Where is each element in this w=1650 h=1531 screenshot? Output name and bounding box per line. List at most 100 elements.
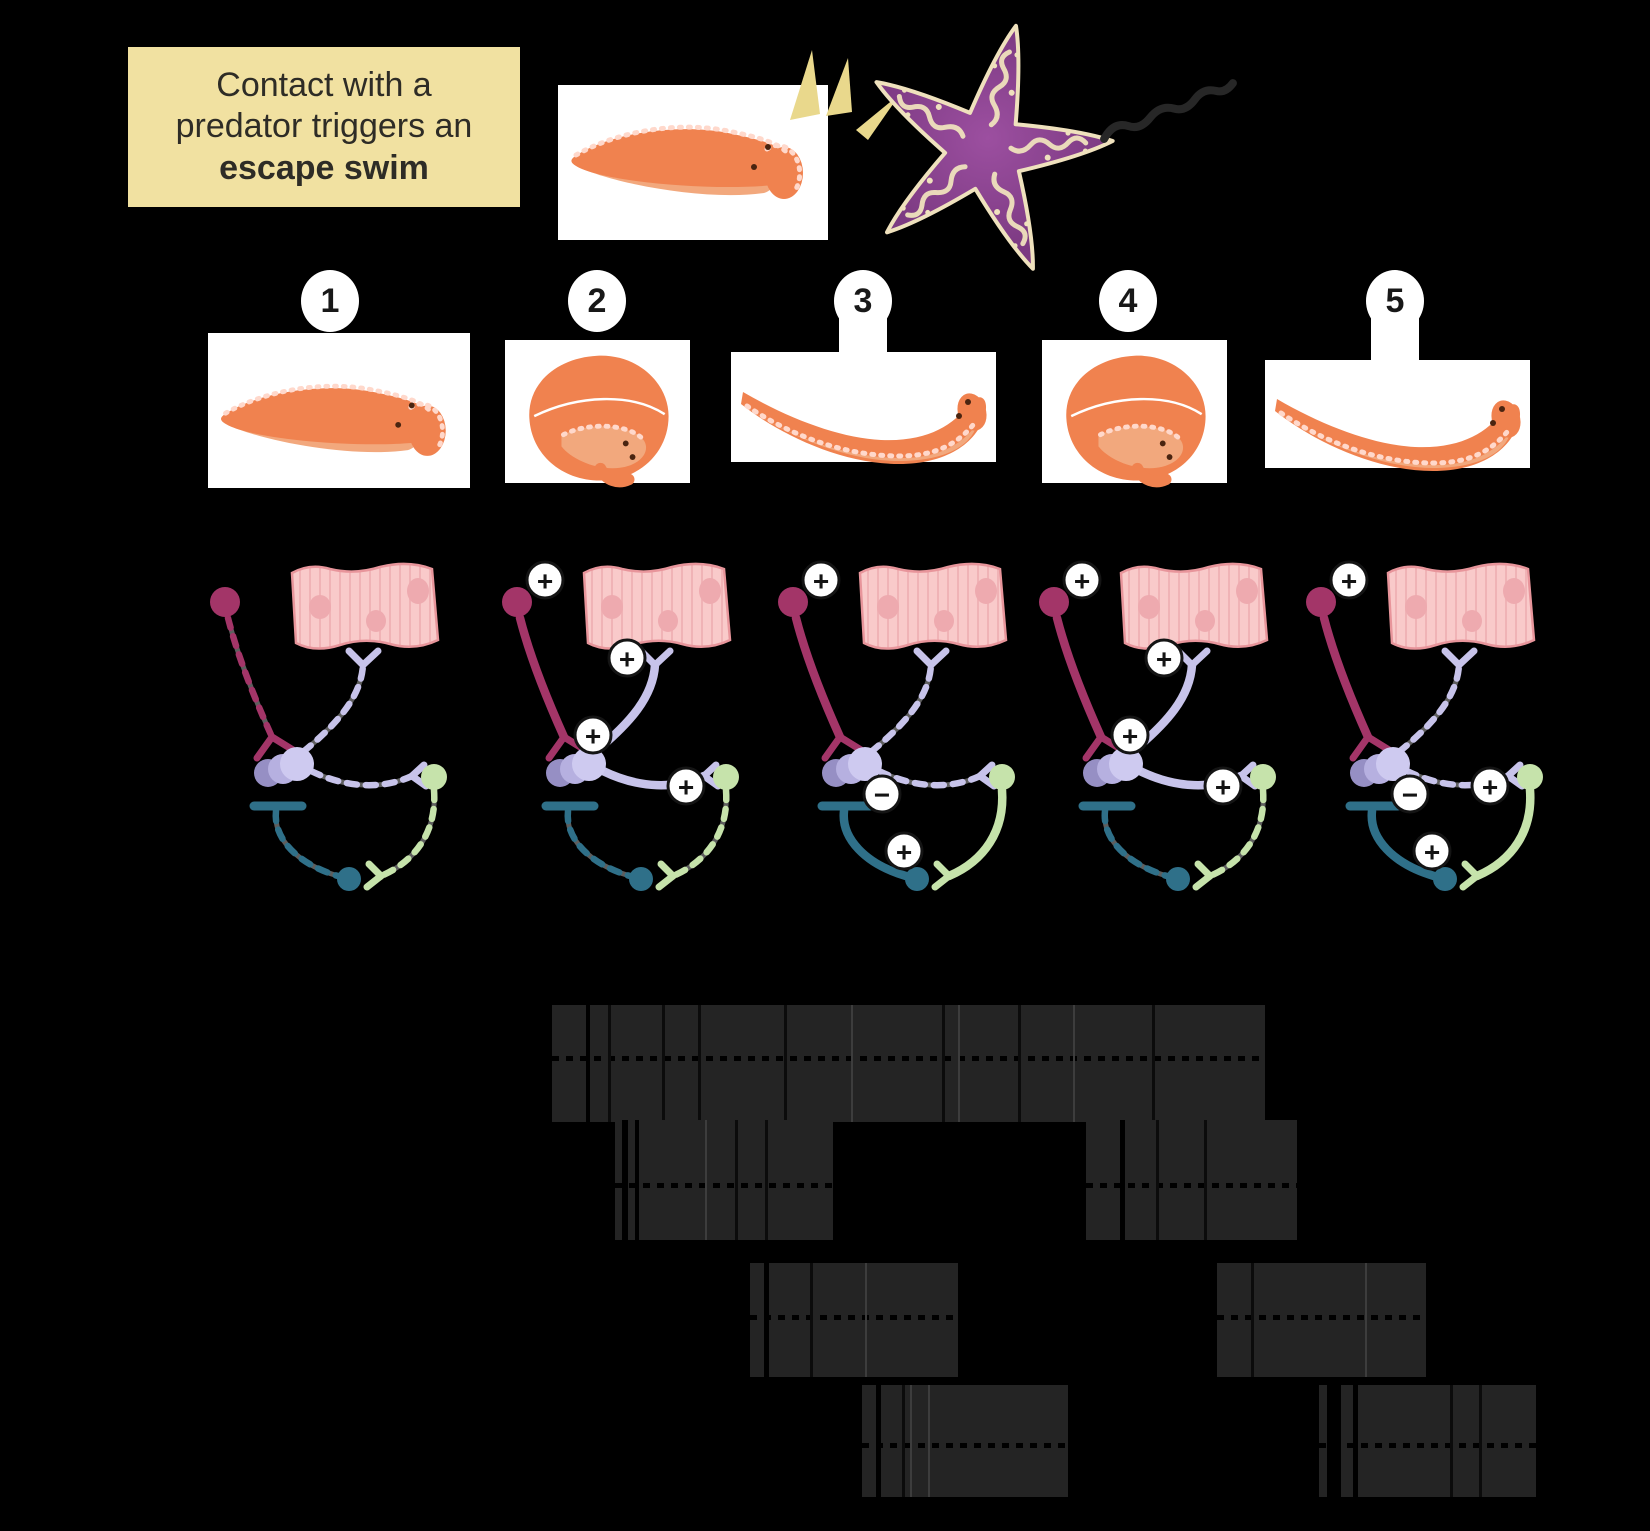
trace-band-row-1: [552, 1005, 1265, 1122]
trace-band-row-3: [750, 1263, 958, 1377]
trace-band-row-2: [1086, 1120, 1297, 1240]
trace-gap: [1327, 1385, 1341, 1497]
svg-text:+: +: [1122, 721, 1138, 752]
sea-slug-pose-extended: [221, 383, 446, 456]
trace-band-row-3: [1217, 1263, 1426, 1377]
svg-text:+: +: [813, 566, 829, 597]
excitatory-badge: +: [666, 766, 706, 806]
sensory-neuron: [1039, 587, 1126, 762]
caption-line-3: escape swim: [219, 148, 429, 187]
trace-spike: [942, 1005, 945, 1122]
vsi-to-dsi-connection: [817, 801, 911, 881]
stage-panel: [505, 340, 690, 488]
stage-number-badge: 4: [1099, 270, 1157, 332]
c2-to-vsi-connection: [363, 786, 438, 891]
sea-slug-pose-crescent: [741, 392, 987, 464]
svg-text:+: +: [1156, 644, 1172, 675]
sensory-neuron: [1306, 587, 1393, 762]
dsi-to-muscle-connection: [299, 647, 382, 756]
trace-spike: [1450, 1385, 1453, 1497]
flexion-muscle: [1119, 562, 1269, 650]
stage-panel: [1042, 340, 1227, 488]
trace-dotted-baseline: [750, 1315, 958, 1320]
flexion-muscle: [290, 562, 440, 650]
trace-spike: [1152, 1005, 1155, 1122]
vsi-neuron-soma: [905, 867, 929, 891]
sensory-neuron: [778, 587, 865, 762]
dsi-to-muscle-connection: [1395, 647, 1478, 756]
vsi-neuron-soma: [1166, 867, 1190, 891]
vsi-to-dsi-connection: [1078, 801, 1171, 880]
svg-text:+: +: [537, 566, 553, 597]
c2-to-vsi-connection: [1459, 785, 1535, 891]
trace-spike: [608, 1005, 611, 1122]
svg-text:+: +: [1482, 772, 1498, 803]
trace-gap: [876, 1385, 881, 1497]
trace-gap: [1120, 1120, 1125, 1240]
c2-neuron-soma: [421, 764, 447, 790]
dsi-to-muscle-connection: [867, 647, 950, 756]
excitatory-badge: +: [884, 831, 924, 871]
vsi-neuron-soma: [1433, 867, 1457, 891]
dsi-interneuron-cluster: [546, 747, 606, 787]
vsi-neuron-soma: [629, 867, 653, 891]
excitatory-badge: +: [1144, 638, 1184, 678]
svg-text:+: +: [1341, 566, 1357, 597]
trace-gap: [1353, 1385, 1358, 1497]
svg-text:+: +: [619, 644, 635, 675]
vsi-to-dsi-connection: [541, 801, 634, 880]
excitatory-badge: +: [1062, 560, 1102, 600]
c2-neuron-soma: [713, 764, 739, 790]
trace-spike: [1156, 1120, 1159, 1240]
dsi-interneuron-cluster: [822, 747, 882, 787]
trace-dotted-baseline: [615, 1183, 833, 1188]
trace-dotted-baseline: [1217, 1315, 1426, 1320]
sea-slug-illustration: [571, 124, 803, 199]
trace-spike: [735, 1120, 738, 1240]
trace-spike: [1365, 1263, 1367, 1377]
inhibitory-badge: −: [862, 774, 902, 814]
c2-neuron-soma: [1517, 764, 1543, 790]
trace-spike: [928, 1385, 930, 1497]
vsi-neuron-soma: [337, 867, 361, 891]
caption-box: Contact with a predator triggers an esca…: [128, 47, 520, 207]
excitatory-badge: +: [573, 715, 613, 755]
trace-spike: [1073, 1005, 1075, 1122]
c2-neuron-soma: [989, 764, 1015, 790]
swim-circuit-diagram: +−+: [778, 560, 1015, 891]
excitatory-badge: +: [525, 560, 565, 600]
stage-panel: [1265, 360, 1530, 471]
trace-band-row-4: [862, 1385, 1068, 1497]
trace-spike: [810, 1263, 813, 1377]
stage-number-badge: 5: [1366, 270, 1424, 332]
trace-spike: [705, 1120, 707, 1240]
svg-text:+: +: [678, 772, 694, 803]
c2-to-vsi-connection: [1192, 786, 1267, 891]
c2-neuron-soma: [1250, 764, 1276, 790]
stage-number-badge: 2: [568, 270, 626, 332]
flexion-muscle: [858, 562, 1008, 650]
trace-spike: [851, 1005, 853, 1122]
inhibitory-badge: −: [1390, 774, 1430, 814]
flexion-muscle: [1386, 562, 1536, 650]
swim-circuit-diagram: + + + +: [502, 560, 739, 891]
faint-label-squiggle: [1100, 79, 1237, 143]
trace-gap: [764, 1263, 769, 1377]
svg-text:−: −: [874, 780, 890, 811]
c2-to-vsi-connection: [655, 786, 730, 891]
swim-circuit-diagram: + + + +: [1039, 560, 1276, 891]
trace-spike: [1018, 1005, 1021, 1122]
excitatory-badge: +: [1203, 766, 1243, 806]
svg-text:−: −: [1402, 780, 1418, 811]
starfish-predator: [874, 23, 1115, 271]
c2-to-vsi-connection: [931, 785, 1007, 891]
stage-number-badge: 3: [834, 270, 892, 332]
contact-spark-icon: [790, 50, 900, 140]
swim-circuit-diagram: +−++: [1306, 560, 1543, 891]
dsi-interneuron-cluster: [254, 747, 314, 787]
dsi-interneuron-cluster: [1083, 747, 1143, 787]
svg-text:+: +: [896, 837, 912, 868]
trace-spike: [1479, 1385, 1482, 1497]
stage-panel: [208, 333, 470, 488]
stage-panel: [731, 352, 996, 464]
